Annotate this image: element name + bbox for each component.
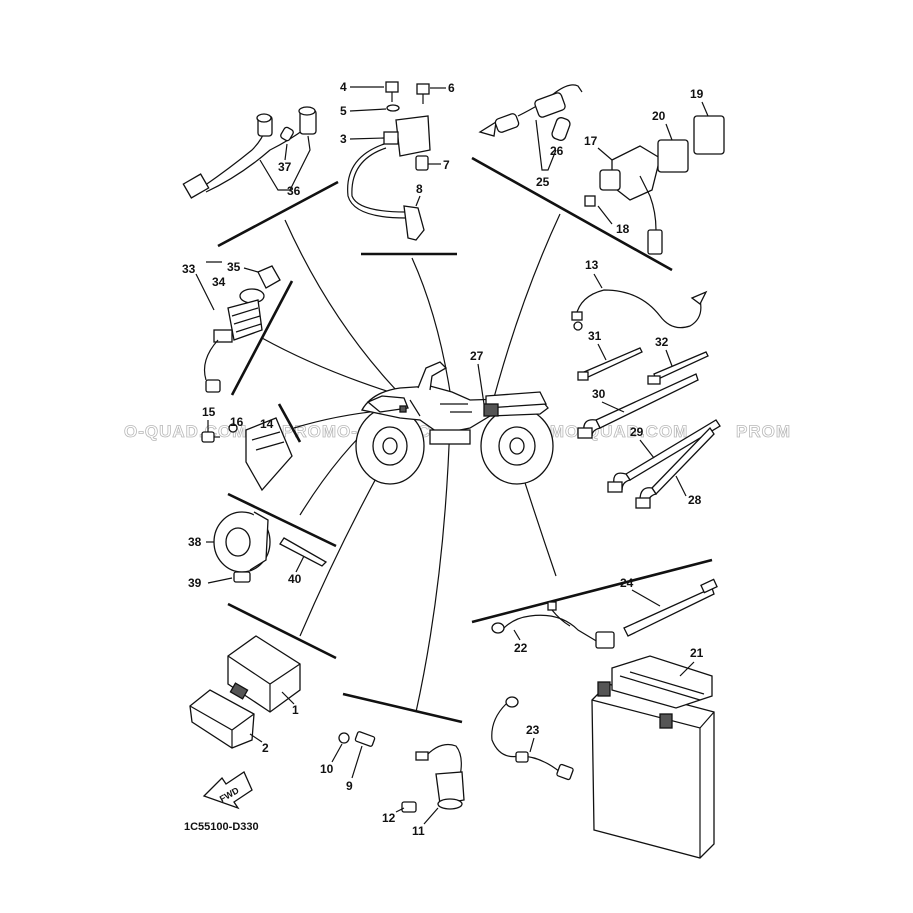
part-relay-wire-25: 26 25 — [478, 84, 583, 189]
callout-39: 39 — [188, 576, 202, 590]
callout-16: 16 — [230, 415, 244, 429]
part-battery-21: 21 — [591, 646, 715, 859]
callout-3: 3 — [340, 132, 347, 146]
diagram-code: 1C55100-D330 — [184, 821, 259, 833]
callout-1: 1 — [292, 703, 299, 717]
part-cdi-unit-1: 1 2 — [189, 635, 301, 755]
callout-22: 22 — [514, 641, 528, 655]
part-battery-band-24: 24 — [620, 576, 718, 637]
callout-6: 6 — [448, 81, 455, 95]
callout-38: 38 — [188, 535, 202, 549]
callout-24: 24 — [620, 576, 634, 590]
callout-5: 5 — [340, 104, 347, 118]
leader-curves — [261, 213, 561, 713]
callout-19: 19 — [690, 87, 704, 101]
callout-2: 2 — [262, 741, 269, 755]
part-main-switch-33: 33 35 34 — [182, 260, 281, 393]
callout-27: 27 — [470, 349, 484, 363]
watermark-text: PROMO-QUAD.COM — [510, 422, 688, 441]
part-rectifier-14: 15 16 14 — [201, 405, 293, 492]
callout-33: 33 — [182, 262, 196, 276]
part-cable-13: 13 — [571, 258, 708, 331]
callout-21: 21 — [690, 646, 704, 660]
watermark-text: PROM — [736, 422, 791, 441]
watermark-text: O-QUAD.COM — [124, 422, 247, 441]
group-brackets — [217, 156, 713, 724]
callout-26: 26 — [550, 144, 564, 158]
fwd-arrow-icon: FWD — [202, 771, 253, 810]
callout-31: 31 — [588, 329, 602, 343]
part-horn-38: 38 39 40 — [188, 511, 328, 590]
callout-14: 14 — [260, 417, 274, 431]
part-lead-23: 23 — [491, 696, 574, 781]
callout-7: 7 — [443, 158, 450, 172]
callout-37: 37 — [278, 160, 292, 174]
atv-illustration: 27 — [355, 349, 554, 485]
callout-11: 11 — [412, 824, 425, 838]
callout-29: 29 — [630, 425, 644, 439]
callout-36: 36 — [287, 184, 301, 198]
callout-34: 34 — [212, 275, 226, 289]
part-lead-22: 22 — [491, 601, 615, 655]
callout-40: 40 — [288, 572, 302, 586]
part-wire-harness-36: 37 36 — [182, 106, 317, 199]
callout-28: 28 — [688, 493, 702, 507]
part-ignition-coil: 4 5 3 6 7 8 — [340, 80, 455, 241]
callout-18: 18 — [616, 222, 630, 236]
callout-32: 32 — [655, 335, 669, 349]
callout-4: 4 — [340, 80, 347, 94]
callout-30: 30 — [592, 387, 606, 401]
callout-8: 8 — [416, 182, 423, 196]
callout-23: 23 — [526, 723, 540, 737]
callout-13: 13 — [585, 258, 599, 272]
callout-12: 12 — [382, 811, 396, 825]
part-relay-17: 19 20 17 18 — [584, 87, 725, 255]
callout-35: 35 — [227, 260, 241, 274]
callout-25: 25 — [536, 175, 550, 189]
part-cable-ties: 31 32 30 29 28 — [577, 329, 721, 509]
callout-10: 10 — [320, 762, 334, 776]
callout-15: 15 — [202, 405, 216, 419]
callout-17: 17 — [584, 134, 598, 148]
callout-9: 9 — [346, 779, 353, 793]
callout-20: 20 — [652, 109, 666, 123]
part-sensor-11: 10 9 12 11 — [320, 731, 465, 838]
